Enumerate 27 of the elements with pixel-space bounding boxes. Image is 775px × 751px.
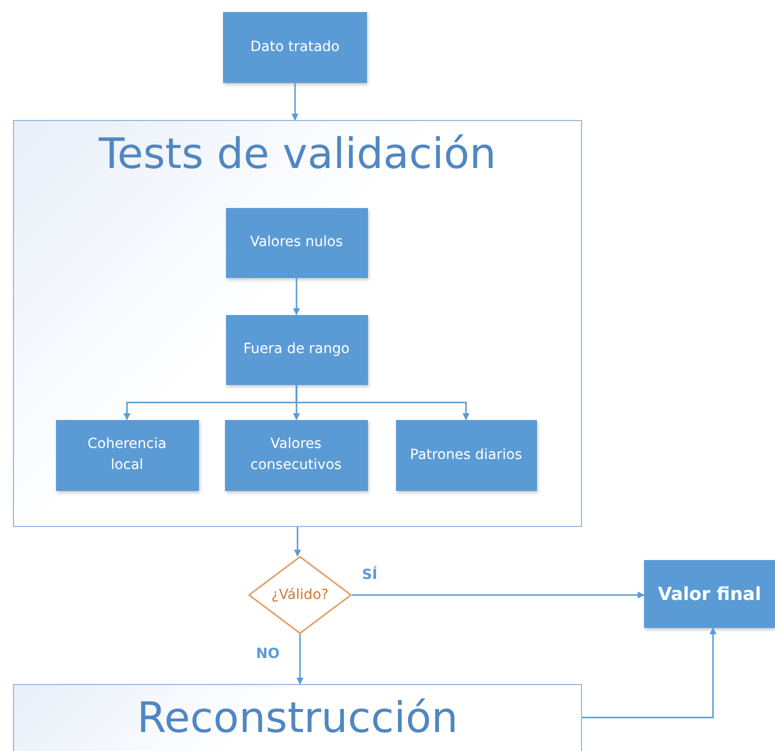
node-label: Valores nulos xyxy=(250,233,343,252)
node-label: Patrones diarios xyxy=(410,446,522,464)
arrow xyxy=(293,278,300,316)
arrow xyxy=(296,634,304,685)
process-box xyxy=(224,420,368,490)
arrow xyxy=(294,527,301,557)
arrow xyxy=(352,592,645,598)
node-label: Fuera de rango xyxy=(243,340,350,359)
process-box xyxy=(226,314,368,384)
group-title: Tests de validación xyxy=(98,129,496,178)
decision-diamond xyxy=(248,556,352,634)
process-box xyxy=(56,420,198,490)
arrow xyxy=(296,384,470,420)
node-label: Dato tratado xyxy=(250,38,340,57)
node-label: Coherencia local xyxy=(86,435,168,475)
arrow xyxy=(582,627,716,718)
group-panel xyxy=(13,684,582,751)
process-box xyxy=(226,208,368,278)
group-panel xyxy=(13,120,582,527)
group-title: Reconstrucción xyxy=(137,693,458,742)
node-label: Valores consecutivos xyxy=(249,435,343,475)
node-label: ¿Válido? xyxy=(271,587,329,603)
node-label: Valor final xyxy=(658,584,762,604)
process-box xyxy=(644,560,775,628)
process-box xyxy=(396,420,536,490)
arrow xyxy=(292,83,298,121)
process-box xyxy=(223,12,367,83)
